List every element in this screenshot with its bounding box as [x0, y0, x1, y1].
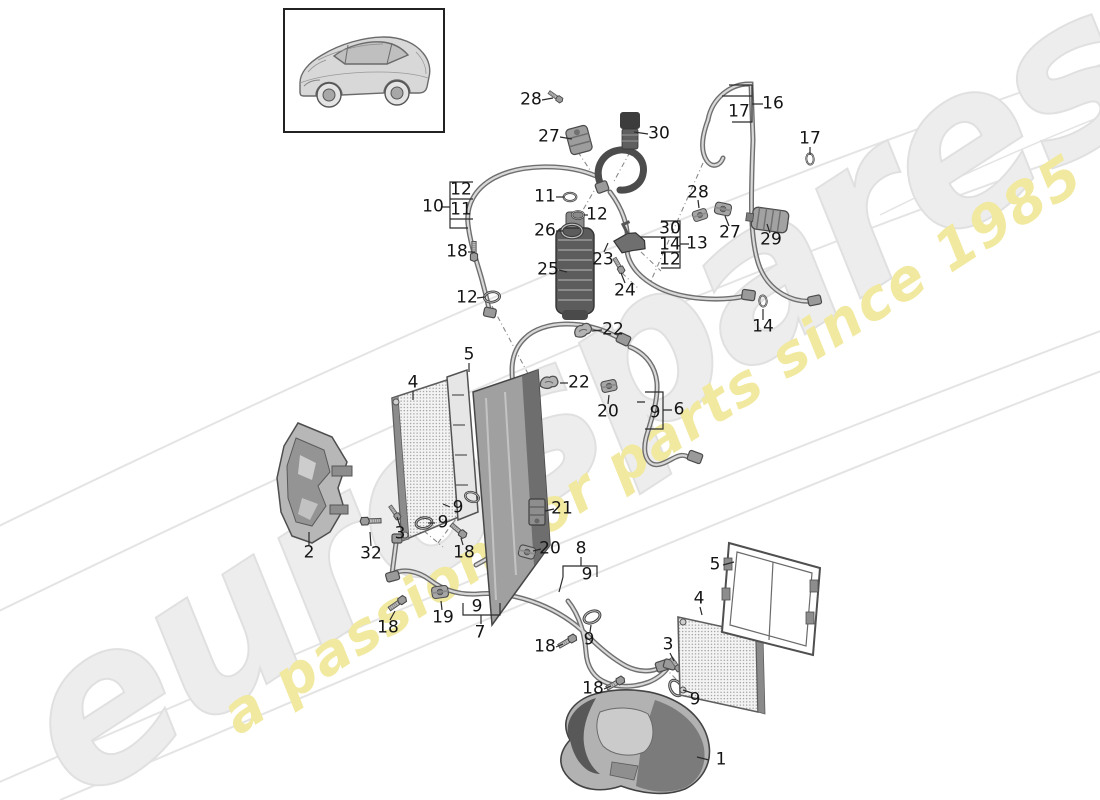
callout-30-2: 30: [648, 123, 670, 144]
callout-30-17: 30: [659, 218, 681, 239]
callout-17-5: 17: [799, 128, 821, 149]
callout-9-43: 9: [471, 596, 483, 617]
callout-9-50: 9: [689, 689, 701, 710]
callout-24-14: 24: [614, 280, 636, 301]
air-guide-left: [276, 422, 353, 544]
callout-9-47: 9: [583, 629, 595, 650]
pressure-sensor: [620, 112, 640, 150]
callout-14-18: 14: [659, 234, 681, 255]
callout-18-46: 18: [534, 636, 556, 657]
condenser-lower: [677, 616, 766, 715]
callout-8-40: 8: [575, 538, 587, 559]
callout-4-31: 4: [407, 372, 419, 393]
callout-12-19: 12: [659, 249, 681, 270]
callout-16-4: 16: [762, 93, 784, 114]
callout-4-53: 4: [693, 588, 705, 609]
vehicle-sketch: [299, 36, 431, 108]
callout-6-29: 6: [673, 399, 685, 420]
callout-group-brackets: [442, 84, 763, 624]
callout-18-15: 18: [446, 241, 468, 262]
small-fittings-top: [546, 89, 790, 254]
callout-12-7: 12: [450, 179, 472, 200]
callout-26-11: 26: [534, 220, 556, 241]
frame-lower: [720, 541, 822, 657]
callout-12-10: 12: [586, 204, 608, 225]
callout-18-49: 18: [582, 678, 604, 699]
callout-10-6: 10: [422, 196, 444, 217]
callout-27-1: 27: [538, 126, 560, 147]
callout-11-8: 11: [450, 199, 472, 220]
callout-9-41: 9: [581, 564, 593, 585]
shroud-upper: [446, 368, 551, 628]
callout-18-45: 18: [377, 617, 399, 638]
callout-9-35: 9: [452, 497, 464, 518]
bracket-21: [528, 498, 546, 526]
callout-18-37: 18: [453, 542, 475, 563]
callout-29-23: 29: [760, 229, 782, 250]
callout-17-3: 17: [728, 101, 750, 122]
callout-19-42: 19: [432, 607, 454, 628]
callout-21-38: 21: [551, 498, 573, 519]
callout-28-0: 28: [520, 89, 542, 110]
callout-12-16: 12: [456, 287, 478, 308]
callout-7-44: 7: [474, 622, 486, 643]
callout-1-51: 1: [715, 749, 727, 770]
air-duct-bottom: [560, 689, 711, 795]
line-clips: [430, 321, 619, 600]
callout-23-13: 23: [592, 249, 614, 270]
callout-14-24: 14: [752, 316, 774, 337]
callout-3-34: 3: [394, 523, 406, 544]
callout-9-28: 9: [649, 402, 661, 423]
callout-32-33: 32: [360, 543, 382, 564]
callout-11-9: 11: [534, 186, 556, 207]
callout-20-39: 20: [539, 538, 561, 559]
callout-5-52: 5: [709, 554, 721, 575]
callout-3-48: 3: [662, 634, 674, 655]
callout-13-20: 13: [686, 233, 708, 254]
leader-lines: [308, 97, 811, 761]
callout-25-12: 25: [537, 259, 559, 280]
callout-28-21: 28: [687, 182, 709, 203]
callout-9-36: 9: [437, 512, 449, 533]
callout-27-22: 27: [719, 222, 741, 243]
callout-22-26: 22: [568, 372, 590, 393]
vehicle-thumbnail: [283, 8, 445, 133]
callout-22-25: 22: [602, 319, 624, 340]
callout-20-27: 20: [597, 401, 619, 422]
callout-5-30: 5: [463, 344, 475, 365]
callout-2-32: 2: [303, 542, 315, 563]
